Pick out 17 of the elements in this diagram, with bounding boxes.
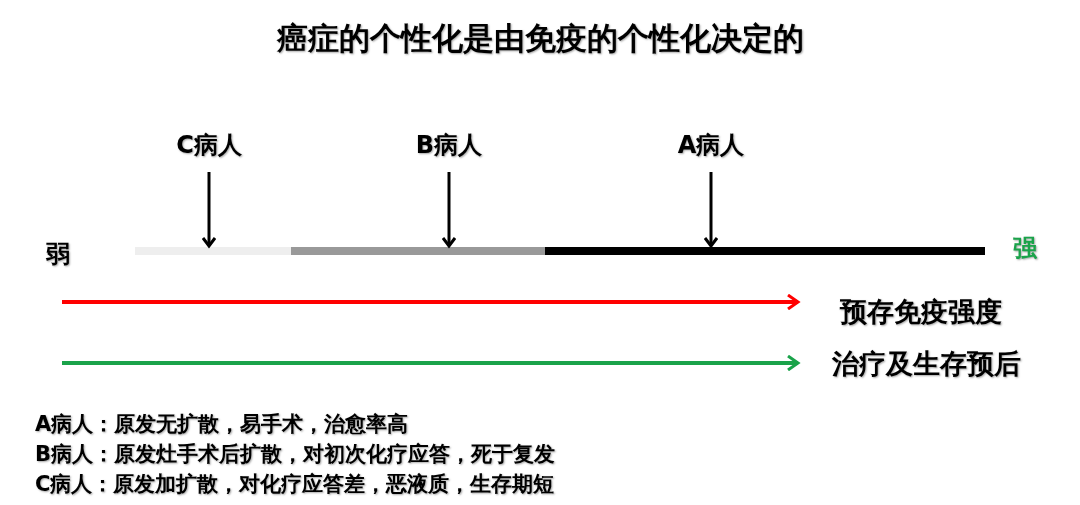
- note-text: A病人：原发无扩散，易手术，治愈率高: [35, 411, 409, 438]
- scale-bar-segment: [545, 247, 985, 255]
- axis-label: 治疗及生存预后: [832, 347, 1021, 381]
- note-text: B病人：原发灶手术后扩散，对初次化疗应答，死于复发: [35, 441, 555, 468]
- patient-label: A病人: [674, 128, 748, 162]
- patient-label: B病人: [412, 128, 486, 162]
- arrow: [703, 172, 719, 248]
- scale-bar-segment: [291, 247, 545, 255]
- scale-bar-segment: [135, 247, 291, 255]
- axis-label: 预存免疫强度: [840, 295, 1002, 329]
- arrow: [441, 172, 457, 248]
- patient-label: C病人: [172, 128, 246, 162]
- title: 癌症的个性化是由免疫的个性化决定的: [275, 19, 805, 58]
- note-text: C病人：原发加扩散，对化疗应答差，恶液质，生存期短: [35, 471, 555, 498]
- scale-end-label: 弱: [46, 239, 70, 270]
- scale-end-label: 强: [1013, 233, 1037, 264]
- arrow: [201, 172, 217, 248]
